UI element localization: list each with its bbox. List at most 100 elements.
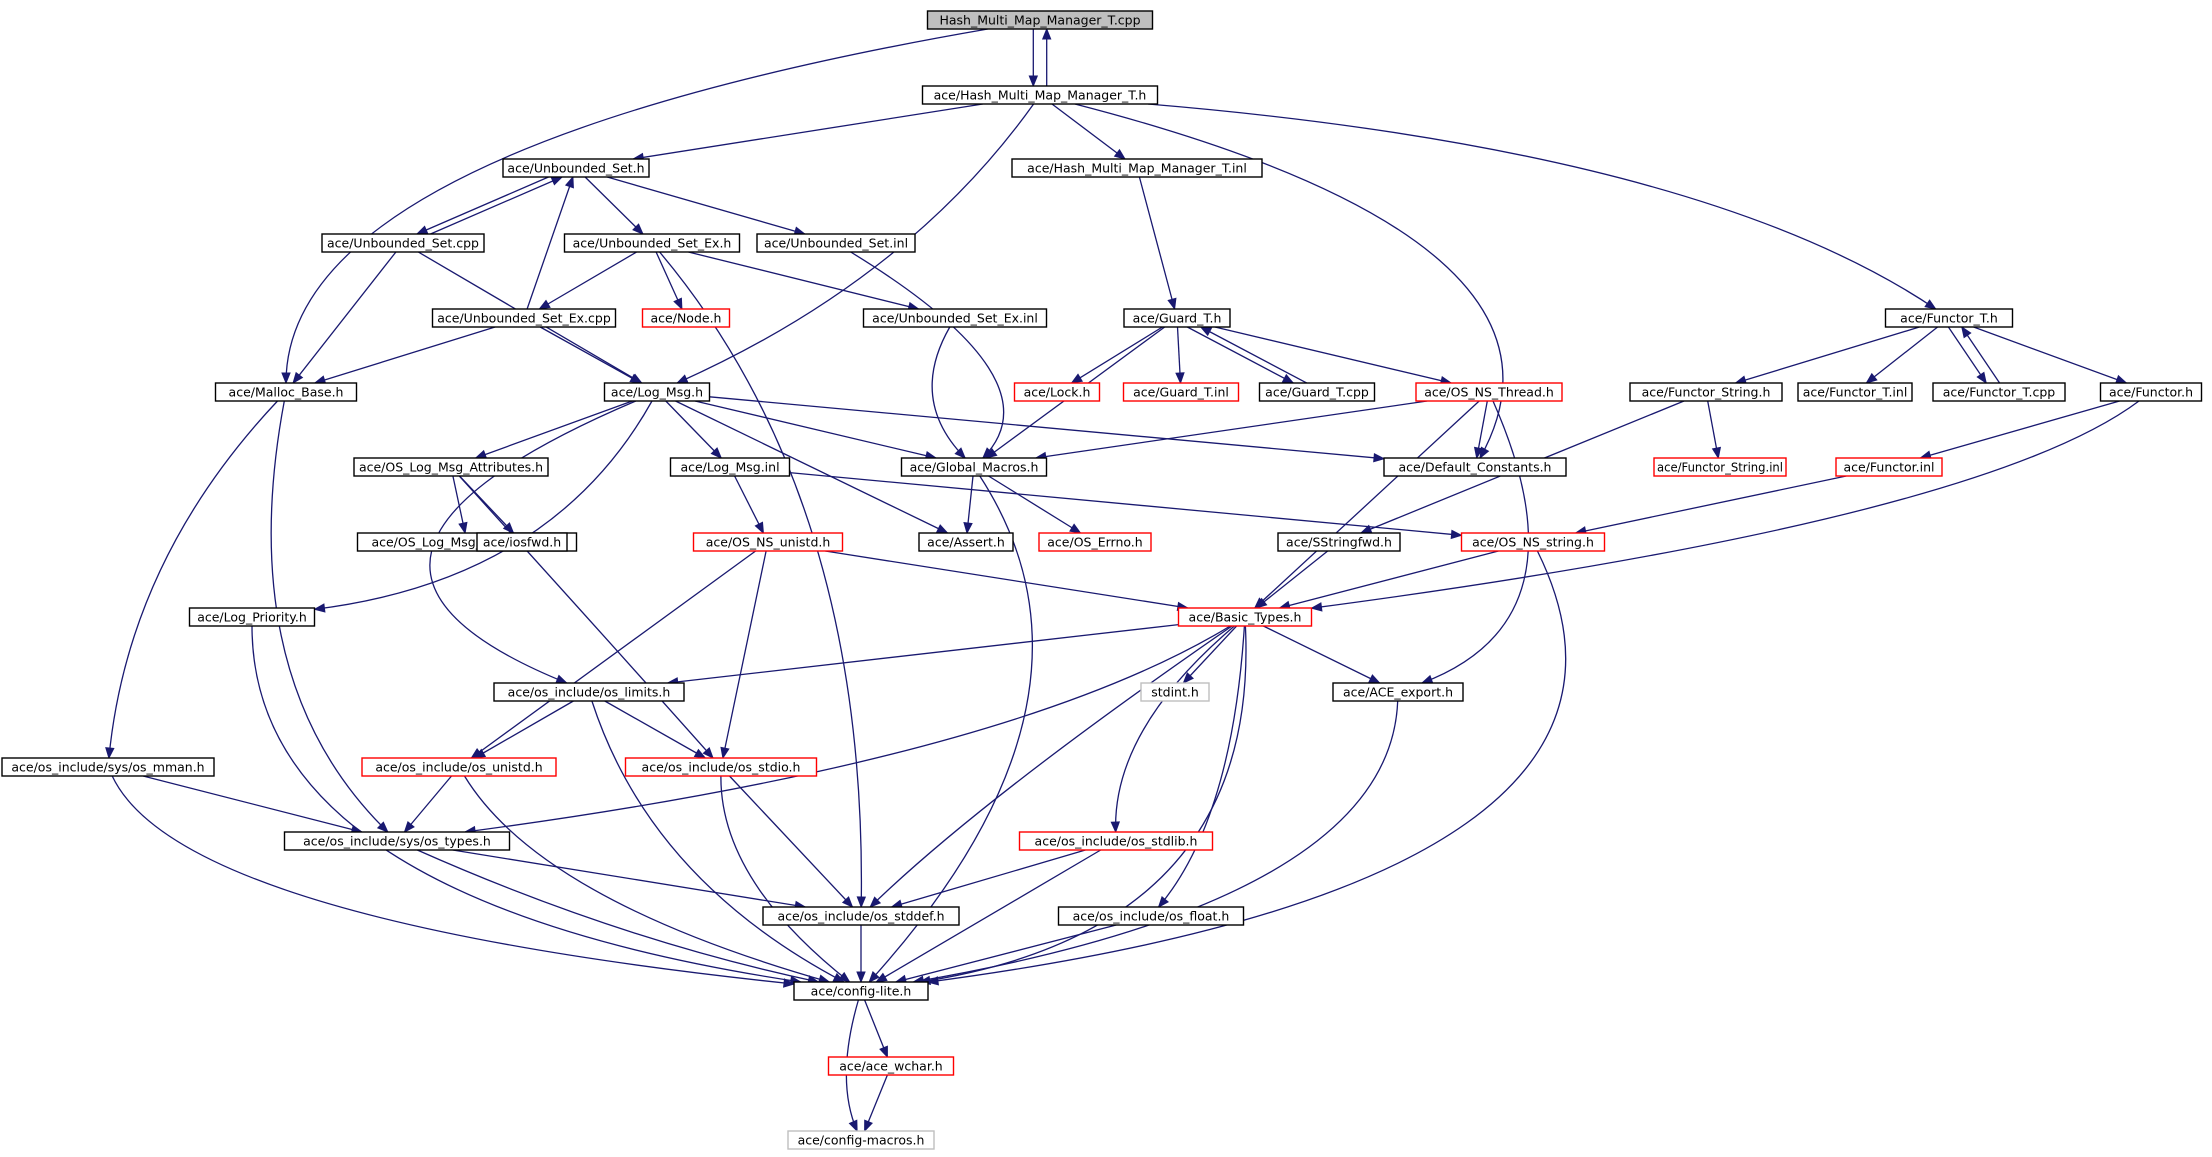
node-n19[interactable]: ace/Functor_T.inl — [1797, 382, 1913, 402]
node-box[interactable] — [1332, 682, 1464, 702]
node-n30[interactable]: ace/OS_NS_unistd.h — [692, 532, 844, 552]
node-n27[interactable]: ace/Functor.inl — [1835, 457, 1943, 477]
node-n41[interactable]: ace/os_include/os_unistd.h — [361, 757, 557, 777]
node-box[interactable] — [283, 831, 511, 851]
node-box[interactable] — [1177, 607, 1313, 627]
node-box[interactable] — [563, 233, 741, 253]
node-n42[interactable]: ace/os_include/os_stdio.h — [624, 757, 818, 777]
node-box[interactable] — [431, 308, 617, 328]
node-box[interactable] — [1460, 532, 1606, 552]
node-n31[interactable]: ace/Assert.h — [918, 532, 1014, 552]
node-n48[interactable]: ace/ace_wchar.h — [827, 1056, 955, 1076]
node-n33[interactable]: ace/SStringfwd.h — [1277, 532, 1401, 552]
node-n0[interactable]: Hash_Multi_Map_Manager_T.cpp — [926, 10, 1154, 30]
node-n17[interactable]: ace/OS_NS_Thread.h — [1415, 382, 1563, 402]
node-box[interactable] — [1258, 382, 1376, 402]
node-n20[interactable]: ace/Functor_T.cpp — [1932, 382, 2066, 402]
node-box[interactable] — [603, 382, 711, 402]
node-n24[interactable]: ace/Global_Macros.h — [900, 457, 1048, 477]
node-box[interactable] — [793, 981, 929, 1001]
node-n8[interactable]: ace/Node.h — [641, 308, 731, 328]
node-n13[interactable]: ace/Log_Msg.h — [603, 382, 711, 402]
node-n1[interactable]: ace/Hash_Multi_Map_Manager_T.h — [921, 85, 1159, 105]
node-box[interactable] — [669, 457, 791, 477]
node-box[interactable] — [921, 85, 1159, 105]
node-label: ace/os_include/os_stdlib.h — [1035, 834, 1198, 849]
node-n9[interactable]: ace/Unbounded_Set_Ex.inl — [862, 308, 1048, 328]
node-n46[interactable]: ace/os_include/os_float.h — [1057, 906, 1245, 926]
node-box[interactable] — [321, 233, 485, 253]
node-box[interactable] — [353, 457, 549, 477]
node-n37[interactable]: ace/os_include/os_limits.h — [493, 682, 685, 702]
node-n40[interactable]: ace/os_include/sys/os_mman.h — [1, 757, 215, 777]
node-box[interactable] — [1057, 906, 1245, 926]
node-box[interactable] — [476, 532, 568, 552]
node-box[interactable] — [918, 532, 1014, 552]
node-box[interactable] — [1835, 457, 1943, 477]
node-box[interactable] — [1122, 382, 1240, 402]
node-box[interactable] — [624, 757, 818, 777]
node-n4[interactable]: ace/Unbounded_Set.cpp — [321, 233, 485, 253]
node-box[interactable] — [1013, 382, 1101, 402]
node-box[interactable] — [1653, 457, 1787, 477]
node-n22[interactable]: ace/OS_Log_Msg_Attributes.h — [353, 457, 549, 477]
node-box[interactable] — [1629, 382, 1783, 402]
node-n45[interactable]: ace/os_include/os_stddef.h — [762, 906, 960, 926]
node-box[interactable] — [787, 1130, 935, 1150]
node-n43[interactable]: ace/os_include/sys/os_types.h — [283, 831, 511, 851]
node-n35[interactable]: ace/Log_Priority.h — [188, 607, 316, 627]
node-box[interactable] — [1415, 382, 1563, 402]
node-box[interactable] — [1140, 682, 1210, 702]
node-n15[interactable]: ace/Guard_T.inl — [1122, 382, 1240, 402]
node-box[interactable] — [641, 308, 731, 328]
node-n11[interactable]: ace/Functor_T.h — [1884, 308, 2014, 328]
node-box[interactable] — [1038, 532, 1152, 552]
node-n5[interactable]: ace/Unbounded_Set_Ex.h — [563, 233, 741, 253]
node-n23[interactable]: ace/Log_Msg.inl — [669, 457, 791, 477]
node-n32[interactable]: ace/OS_Errno.h — [1038, 532, 1152, 552]
node-n26[interactable]: ace/Functor_String.inl — [1653, 457, 1787, 477]
node-box[interactable] — [827, 1056, 955, 1076]
node-box[interactable] — [188, 607, 316, 627]
node-n47[interactable]: ace/config-lite.h — [793, 981, 929, 1001]
node-n44[interactable]: ace/os_include/os_stdlib.h — [1018, 831, 1214, 851]
node-box[interactable] — [214, 382, 358, 402]
node-box[interactable] — [1123, 308, 1231, 328]
edge-n21-to-n36 — [1311, 400, 2140, 609]
node-box[interactable] — [502, 158, 650, 178]
node-box[interactable] — [756, 233, 916, 253]
node-box[interactable] — [1018, 831, 1214, 851]
node-box[interactable] — [1277, 532, 1401, 552]
node-box[interactable] — [493, 682, 685, 702]
node-box[interactable] — [762, 906, 960, 926]
node-n3[interactable]: ace/Hash_Multi_Map_Manager_T.inl — [1011, 158, 1263, 178]
node-box[interactable] — [2099, 382, 2203, 402]
node-box[interactable] — [862, 308, 1048, 328]
node-n21[interactable]: ace/Functor.h — [2099, 382, 2203, 402]
node-n2[interactable]: ace/Unbounded_Set.h — [502, 158, 650, 178]
node-box[interactable] — [1797, 382, 1913, 402]
node-n7[interactable]: ace/Unbounded_Set_Ex.cpp — [431, 308, 617, 328]
node-box[interactable] — [692, 532, 844, 552]
node-n25[interactable]: ace/Default_Constants.h — [1383, 457, 1567, 477]
node-n18[interactable]: ace/Functor_String.h — [1629, 382, 1783, 402]
node-box[interactable] — [1884, 308, 2014, 328]
node-n14[interactable]: ace/Lock.h — [1013, 382, 1101, 402]
node-box[interactable] — [361, 757, 557, 777]
node-box[interactable] — [1011, 158, 1263, 178]
node-n39[interactable]: ace/ACE_export.h — [1332, 682, 1464, 702]
node-n36[interactable]: ace/Basic_Types.h — [1177, 607, 1313, 627]
node-box[interactable] — [1, 757, 215, 777]
node-n38[interactable]: stdint.h — [1140, 682, 1210, 702]
node-box[interactable] — [926, 10, 1154, 30]
node-n12[interactable]: ace/Malloc_Base.h — [214, 382, 358, 402]
node-box[interactable] — [900, 457, 1048, 477]
node-box[interactable] — [1383, 457, 1567, 477]
node-n6[interactable]: ace/Unbounded_Set.inl — [756, 233, 916, 253]
node-n16[interactable]: ace/Guard_T.cpp — [1258, 382, 1376, 402]
node-n29[interactable]: ace/iosfwd.h — [476, 532, 568, 552]
node-n10[interactable]: ace/Guard_T.h — [1123, 308, 1231, 328]
node-n49[interactable]: ace/config-macros.h — [787, 1130, 935, 1150]
node-n34[interactable]: ace/OS_NS_string.h — [1460, 532, 1606, 552]
node-box[interactable] — [1932, 382, 2066, 402]
